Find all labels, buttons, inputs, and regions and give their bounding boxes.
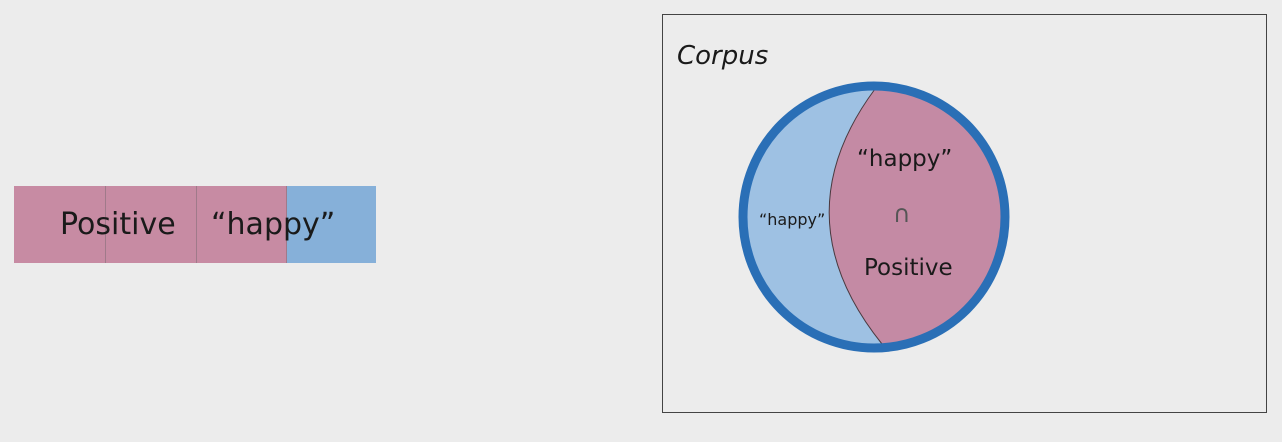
bar-positive-label: Positive [60, 207, 176, 242]
probability-bar: Positive “happy” [14, 186, 376, 263]
bar-cell-positive-2 [105, 186, 196, 263]
bar-cell-positive-3 [196, 186, 286, 263]
corpus-circle-border [738, 81, 1010, 353]
intersection-region [828, 88, 1005, 345]
intersection-top-label: “happy” [857, 146, 953, 172]
corpus-title: Corpus [677, 41, 769, 71]
bar-cell-positive-1 [14, 186, 105, 263]
bar-cell-other [286, 186, 376, 263]
venn-diagram [738, 81, 1010, 353]
happy-region-label: “happy” [759, 210, 826, 229]
intersection-symbol: ∩ [893, 200, 911, 228]
corpus-box: Corpus “happy” “happy” ∩ Positive [662, 14, 1267, 413]
bar-happy-label: “happy” [211, 207, 336, 242]
intersection-bottom-label: Positive [864, 255, 953, 281]
